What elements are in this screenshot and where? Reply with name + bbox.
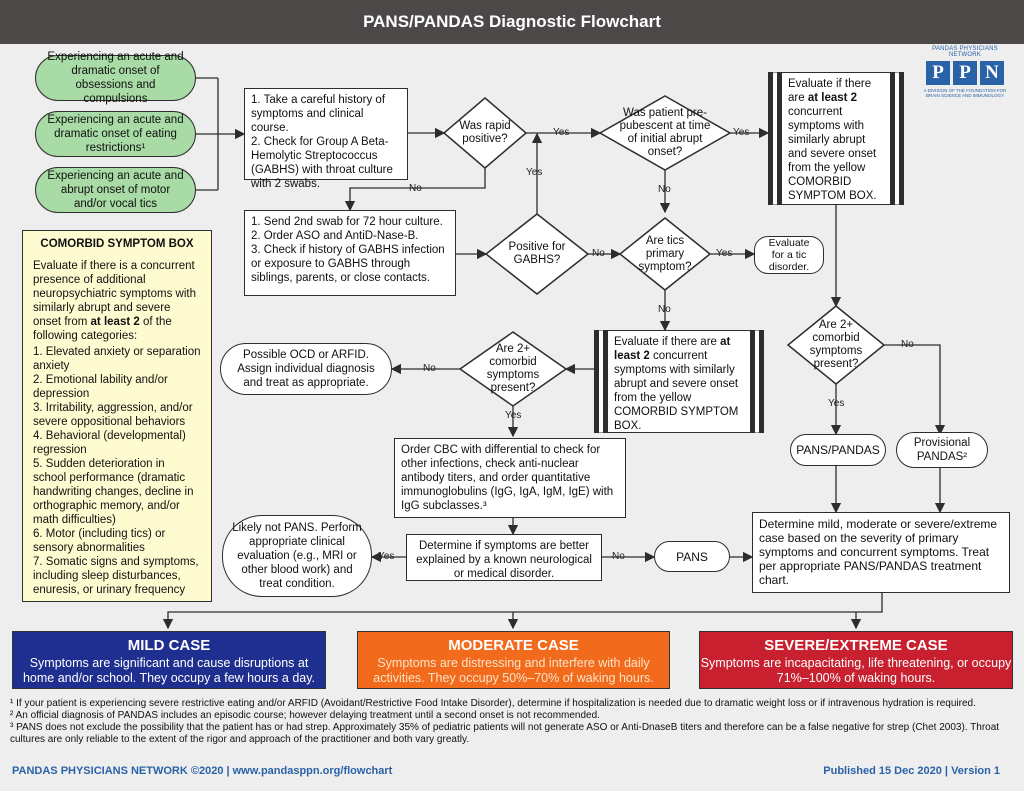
label-prepub-no: No [658, 184, 671, 195]
edge-comorbid-right-no [884, 344, 946, 436]
decision-comorbid-right-shape [786, 305, 886, 385]
evaluate-right-text-bold: at least 2 [807, 92, 858, 104]
edge-severity-down [162, 593, 883, 630]
comorbid-item: 1. Elevated anxiety or separation anxiet… [33, 346, 201, 372]
decision-comorbid-left-shape [458, 331, 568, 407]
decision-tics-primary: Are tics primary symptom? [638, 234, 692, 273]
footer-right: Published 15 Dec 2020 | Version 1 [823, 765, 1000, 777]
label-comorbid-left-no: No [423, 363, 436, 374]
likely-not-pans-box: Likely not PANS. Perform appropriate cli… [222, 515, 372, 597]
pans-pandas-box: PANS/PANDAS [790, 434, 886, 466]
decision-rapid: Was rapid positive? [459, 120, 511, 145]
label-tics-yes: Yes [716, 248, 733, 259]
mild-case-desc: Symptoms are significant and cause disru… [22, 656, 316, 685]
decision-comorbid-right: Are 2+ comorbid symptoms present? [809, 319, 863, 370]
logo-letters: P P N [922, 61, 1008, 85]
severe-case-title: SEVERE/EXTREME CASE [764, 637, 948, 654]
moderate-case-title: MODERATE CASE [448, 637, 579, 654]
evaluate-right-text-b: concurrent symptoms with similarly abrup… [788, 106, 877, 202]
logo-letter-p2: P [953, 61, 977, 85]
order-cbc-box: Order CBC with differential to check for… [394, 438, 626, 518]
evaluate-mid-text-b: concurrent symptoms with similarly abrup… [614, 350, 739, 432]
label-comorbid-right-no: No [901, 339, 914, 350]
decision-positive-gabhs: Positive for GABHS? [508, 241, 566, 266]
comorbid-item: 4. Behavioral (developmental) regression [33, 430, 186, 456]
onset-ocd: Experiencing an acute and dramatic onset… [35, 51, 196, 105]
decision-prepubescent: Was patient pre-pubescent at time of ini… [619, 107, 711, 158]
evaluate-mid-box: Evaluate if there are at least 2 concurr… [594, 330, 764, 433]
footnotes: ¹ If your patient is experiencing severe… [10, 698, 1015, 746]
history-box: 1. Take a careful history of symptoms an… [244, 88, 408, 190]
moderate-case-box: MODERATE CASE Symptoms are distressing a… [357, 631, 670, 689]
second-swab-box: 1. Send 2nd swab for 72 hour culture. 2.… [244, 210, 456, 296]
comorbid-intro: Evaluate if there is a concurrent presen… [33, 259, 201, 343]
determine-severity-box: Determine mild, moderate or severe/extre… [752, 512, 1010, 593]
determine-explained-box: Determine if symptoms are better explain… [406, 534, 602, 581]
decision-rapid-shape [442, 97, 528, 169]
edge-rapid-no [344, 168, 486, 212]
comorbid-item: 6. Motor (including tics) or sensory abn… [33, 528, 166, 554]
comorbid-intro-b: of the following categories: [33, 316, 172, 342]
label-rapid-yes: Yes [553, 127, 570, 138]
comorbid-item: 3. Irritability, aggression, and/or seve… [33, 402, 193, 428]
severe-case-desc: Symptoms are incapacitating, life threat… [700, 656, 1012, 685]
label-comorbid-right-yes: Yes [828, 398, 845, 409]
logo-letter-p1: P [926, 61, 950, 85]
ocd-arfid-box: Possible OCD or ARFID. Assign individual… [220, 343, 392, 395]
label-explained-yes: Yes [378, 551, 395, 562]
comorbid-symptom-box: COMORBID SYMPTOM BOX Evaluate if there i… [22, 230, 212, 602]
comorbid-intro-a: Evaluate if there is a concurrent presen… [33, 260, 196, 328]
logo-top-text: PANDAS PHYSICIANS NETWORK [932, 46, 998, 58]
footnote-1: ¹ If your patient is experiencing severe… [10, 698, 976, 709]
provisional-pandas-box: Provisional PANDAS² [896, 432, 988, 468]
pans-box: PANS [654, 541, 730, 572]
title-bar [0, 0, 1024, 44]
footnote-2: ² An official diagnosis of PANDAS includ… [10, 710, 600, 721]
comorbid-item: 2. Emotional lability and/or depression [33, 374, 168, 400]
moderate-case-desc: Symptoms are distressing and interfere w… [373, 656, 654, 685]
footer-left[interactable]: PANDAS PHYSICIANS NETWORK ©2020 | www.pa… [12, 765, 393, 777]
decision-tics-shape [618, 217, 712, 291]
footnote-3: ³ PANS does not exclude the possibility … [10, 722, 1000, 745]
tic-disorder-box: Evaluate for a tic disorder. [754, 236, 824, 274]
label-positive-yes: Yes [526, 167, 543, 178]
severe-case-box: SEVERE/EXTREME CASE Symptoms are incapac… [699, 631, 1013, 689]
label-rapid-no: No [409, 183, 422, 194]
onset-tics: Experiencing an acute and abrupt onset o… [35, 167, 196, 213]
evaluate-right-text-a: Evaluate if there are [788, 78, 872, 104]
label-comorbid-left-yes: Yes [505, 410, 522, 421]
comorbid-intro-bold: at least 2 [90, 316, 140, 328]
decision-comorbid-left: Are 2+ comorbid symptoms present? [486, 343, 540, 394]
evaluate-mid-text-a: Evaluate if there are [614, 336, 721, 348]
label-positive-no: No [592, 248, 605, 259]
mild-case-title: MILD CASE [127, 637, 211, 654]
decision-positive-shape [484, 213, 590, 295]
onset-eating: Experiencing an acute and dramatic onset… [35, 111, 196, 157]
evaluate-right-box: Evaluate if there are at least 2 concurr… [768, 72, 904, 205]
decision-prepubescent-shape [598, 95, 732, 171]
comorbid-title: COMORBID SYMPTOM BOX [40, 238, 194, 250]
comorbid-item: 5. Sudden deterioration in school perfor… [33, 458, 194, 526]
page-title: PANS/PANDAS Diagnostic Flowchart [363, 12, 661, 31]
comorbid-item: 7. Somatic signs and symptoms, including… [33, 556, 199, 596]
logo-letter-n: N [980, 61, 1004, 85]
label-tics-no: No [658, 304, 671, 315]
ppn-logo: PANDAS PHYSICIANS NETWORK P P N A DIVISI… [922, 46, 1008, 104]
label-explained-no: No [612, 551, 625, 562]
evaluate-mid-text-bold: at least 2 [614, 336, 731, 362]
logo-sub-text: A DIVISION OF THE FOUNDATION FOR BRAIN S… [923, 88, 1007, 98]
label-prepub-yes: Yes [733, 127, 750, 138]
mild-case-box: MILD CASE Symptoms are significant and c… [12, 631, 326, 689]
